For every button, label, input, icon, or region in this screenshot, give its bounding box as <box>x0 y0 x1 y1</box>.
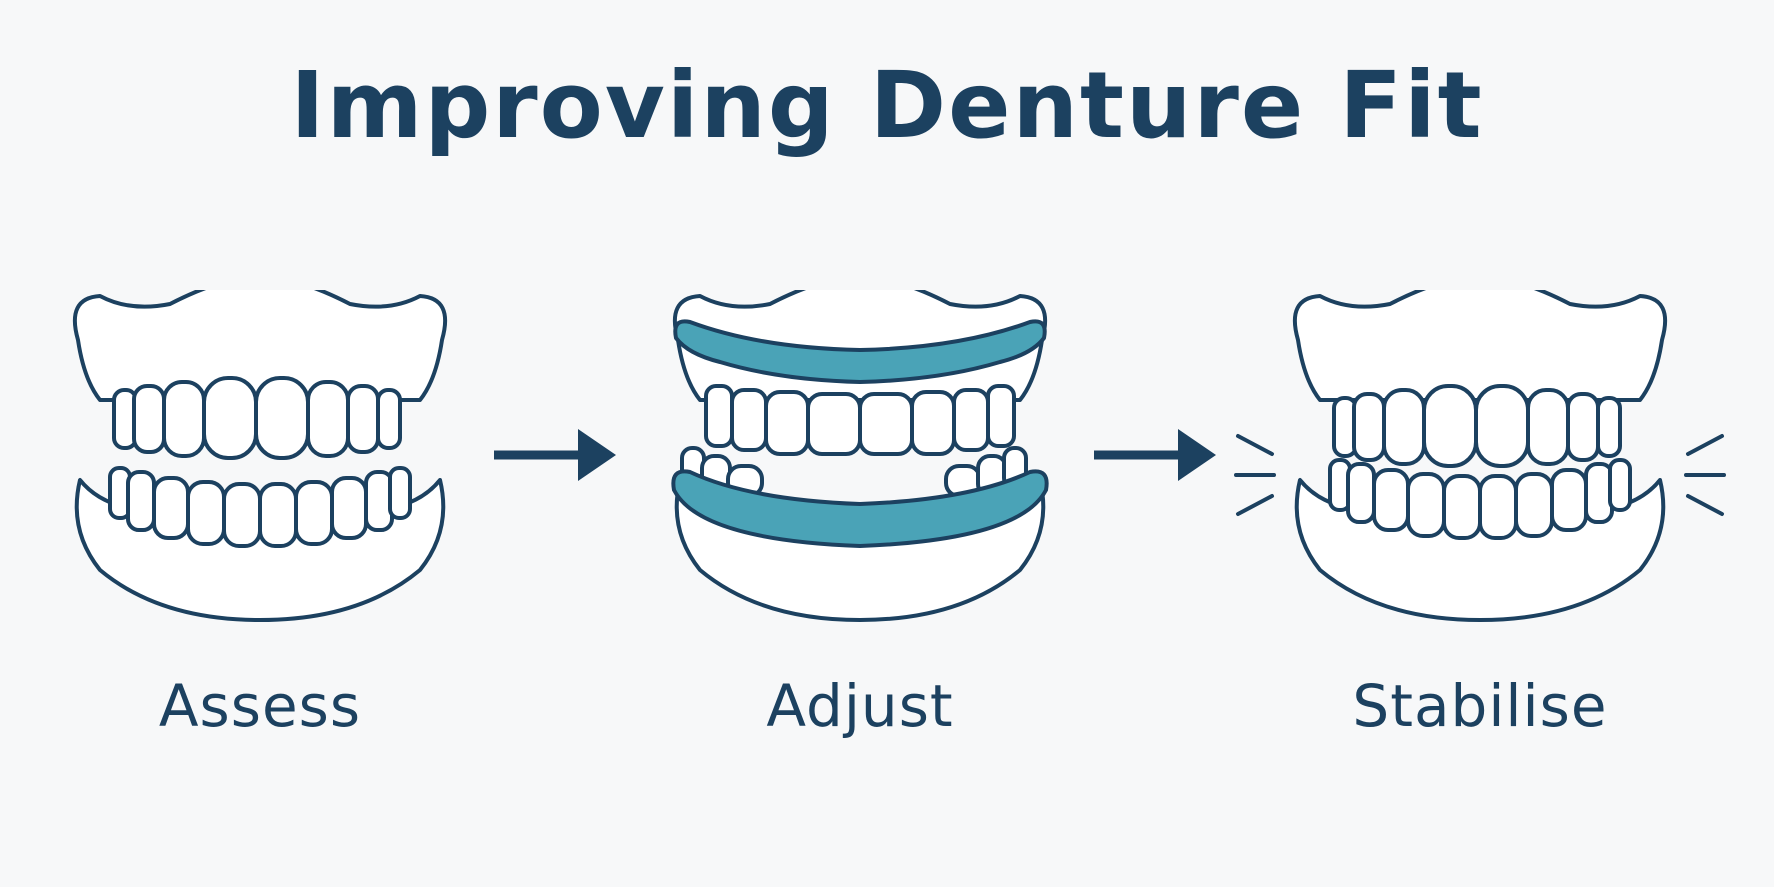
vibration-lines-icon <box>1684 434 1726 516</box>
step-label-stabilise: Stabilise <box>1352 672 1608 740</box>
step-label-adjust: Adjust <box>766 672 954 740</box>
stable-denture-icon <box>1292 290 1668 622</box>
arrow-right-icon <box>1094 429 1216 481</box>
denture-with-liner-icon <box>671 290 1049 622</box>
vibration-lines-icon <box>1234 434 1276 516</box>
arrow-right-icon <box>494 429 616 481</box>
step-label-assess: Assess <box>158 672 362 740</box>
denture-icon <box>72 290 448 622</box>
page-title: Improving Denture Fit <box>290 52 1484 159</box>
